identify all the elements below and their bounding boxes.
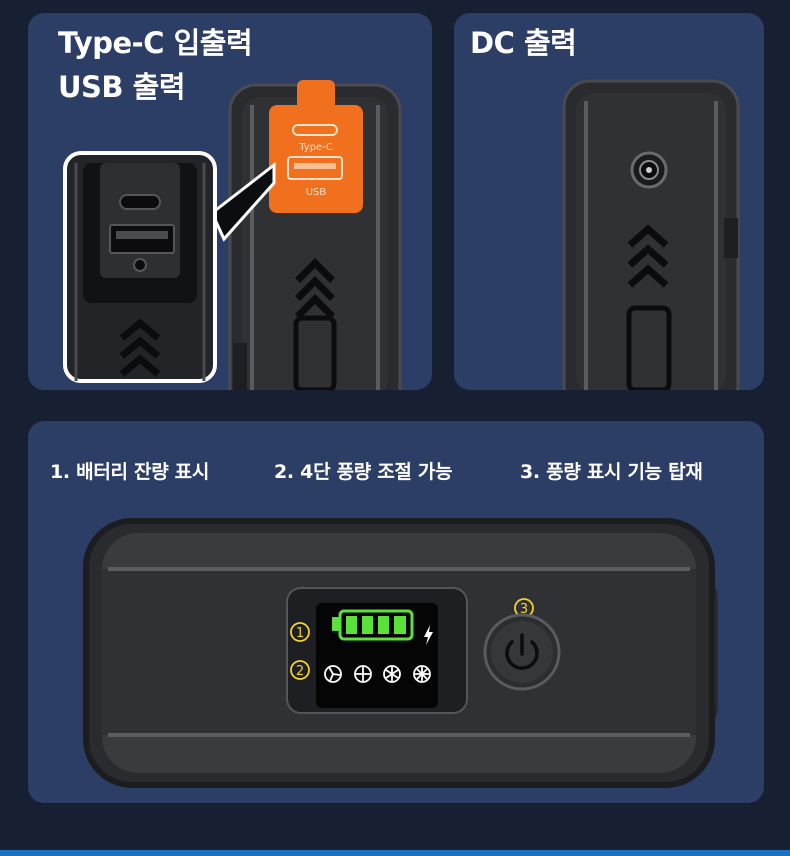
marker-2: 2: [296, 664, 304, 679]
usb-port-label: USB: [306, 187, 327, 198]
chevron-icon: [627, 224, 669, 288]
fan-speed-3-icon: [383, 665, 401, 683]
fan-speed-2-icon: [354, 665, 372, 683]
typec-title: Type-C 입출력: [58, 26, 253, 60]
typec-usb-panel: Type-C 입출력 USB 출력 Type-C USB: [28, 13, 432, 390]
feature-label-wind-display: 3. 풍량 표시 기능 탑재: [520, 461, 703, 483]
bottom-accent-bar: [0, 850, 790, 856]
chevron-icon: [295, 258, 335, 319]
charging-bolt-icon: [424, 625, 433, 645]
dc-port-icon: [630, 151, 668, 189]
dc-output-panel: DC 출력: [454, 13, 764, 390]
marker-3: 3: [520, 602, 528, 617]
typec-product-image: Type-C USB: [63, 80, 402, 390]
device-front-image: 1 2 3: [83, 518, 718, 788]
chevron-icon: [119, 318, 161, 377]
dc-title: DC 출력: [470, 26, 577, 60]
power-icon: [505, 633, 539, 670]
usb-title: USB 출력: [58, 70, 186, 104]
port-cover-icon: [269, 80, 363, 213]
feature-label-wind-speed: 2. 4단 풍량 조절 가능: [274, 461, 453, 483]
marker-1: 1: [296, 626, 304, 641]
feature-label-battery: 1. 배터리 잔량 표시: [50, 461, 210, 483]
type-c-port-label: Type-C: [298, 142, 333, 153]
marker-2-circle: [290, 660, 310, 680]
dc-product-image: [562, 79, 740, 390]
battery-level-icon: [332, 609, 414, 641]
fan-speed-4-icon: [413, 665, 431, 683]
port-zoom-callout: [63, 151, 217, 383]
features-panel: 1. 배터리 잔량 표시 2. 4단 풍량 조절 가능 3. 풍량 표시 기능 …: [28, 421, 764, 803]
marker-1-circle: [290, 622, 310, 642]
fan-speed-1-icon: [324, 665, 342, 683]
